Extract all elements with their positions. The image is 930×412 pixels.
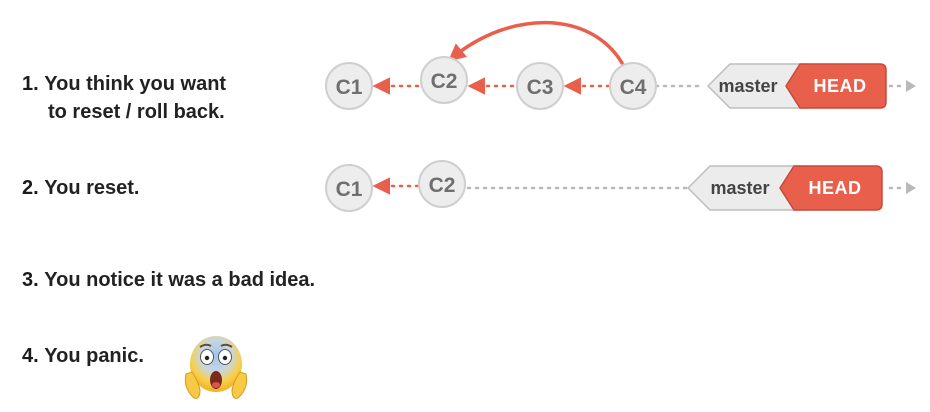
branch-master-row2: master	[686, 165, 801, 211]
head-row1-label: HEAD	[813, 76, 866, 96]
step-4-text: You panic.	[44, 345, 144, 367]
trail-arrow-row2	[906, 182, 916, 194]
step-1-number: 1.	[22, 73, 39, 95]
head-row1: HEAD	[785, 63, 887, 109]
panic-face-icon	[184, 336, 248, 399]
step-2: 2. You reset.	[22, 174, 139, 202]
commit-c4-label: C4	[620, 76, 647, 99]
row-1-graph: C1 C2 C3 C4 master HEAD	[325, 20, 916, 110]
step-4-number: 4.	[22, 345, 39, 367]
step-2-number: 2.	[22, 177, 39, 199]
step-1-text-line1: You think you want	[44, 73, 227, 95]
step-4: 4. You panic.	[22, 342, 144, 370]
reset-arrow	[447, 20, 624, 65]
commit-c3: C3	[516, 62, 564, 110]
step-3-text: You notice it was a bad idea.	[44, 269, 316, 291]
step-3-number: 3.	[22, 269, 39, 291]
step-2-text: You reset.	[44, 177, 140, 199]
branch-master-row2-label: master	[710, 178, 769, 198]
step-1-text-line2: to reset / roll back.	[48, 101, 225, 123]
branch-master-row1-label: master	[718, 76, 777, 96]
row2-commit-c1-label: C1	[336, 178, 363, 201]
row2-commit-c1: C1	[325, 164, 373, 212]
step-1: 1. You think you want to reset / roll ba…	[22, 70, 282, 126]
head-row2: HEAD	[779, 165, 883, 211]
commit-c1-label: C1	[336, 76, 363, 99]
commit-c1: C1	[325, 62, 373, 110]
commit-c2: C2	[420, 56, 468, 104]
commit-c4: C4	[609, 62, 657, 110]
row-2-graph: C1 C2 master HEAD	[325, 160, 916, 212]
commit-c3-label: C3	[527, 76, 554, 99]
commit-c2-label: C2	[431, 70, 458, 93]
step-3: 3. You notice it was a bad idea.	[22, 266, 315, 294]
branch-master-row1: master	[706, 63, 809, 109]
trail-arrow-row1	[906, 80, 916, 92]
head-row2-label: HEAD	[808, 178, 861, 198]
row2-commit-c2-label: C2	[429, 174, 456, 197]
row2-commit-c2: C2	[418, 160, 466, 208]
